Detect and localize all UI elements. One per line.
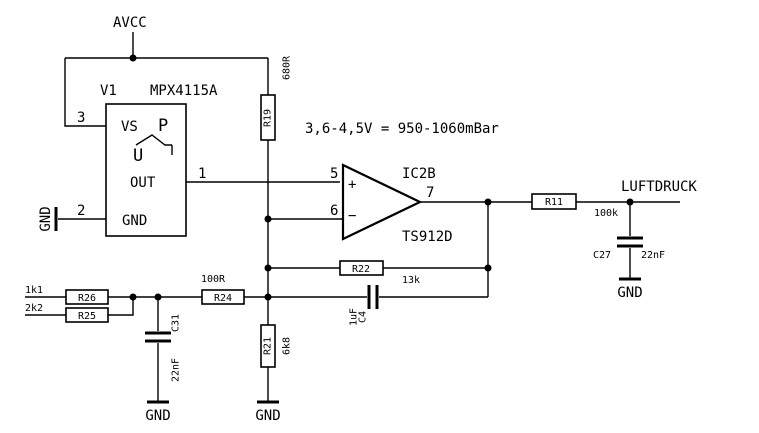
r26-ref: R26: [78, 293, 96, 304]
opamp-body: [341, 163, 423, 241]
output-net-label: LUFTDRUCK: [621, 179, 697, 195]
r21-value: 6k8: [282, 337, 293, 355]
r25-right-wire: [108, 297, 134, 316]
sensor-pin-vs: VS: [121, 119, 138, 135]
opamp-minus: −: [348, 208, 356, 224]
sensor-part: MPX4115A: [150, 83, 218, 99]
sensor-pin2-num: 2: [77, 203, 85, 219]
r11-value: 100k: [594, 208, 618, 219]
range-annotation: 3,6-4,5V = 950-1060mBar: [305, 121, 499, 137]
c27-value: 22nF: [641, 250, 665, 261]
r22-ref: R22: [352, 264, 370, 275]
opamp-pin6-num: 6: [330, 203, 338, 219]
sensor-gnd-label: GND: [38, 206, 54, 231]
sensor-pin-gnd: GND: [122, 213, 147, 229]
avcc-label: AVCC: [113, 15, 147, 31]
c31-value: 22nF: [171, 358, 182, 382]
r22-value: 13k: [402, 275, 420, 286]
r25-value: 2k2: [25, 303, 43, 314]
sensor-symbol-u: U: [133, 146, 143, 166]
opamp-ref: IC2B: [402, 166, 436, 182]
r11-ref: R11: [545, 197, 563, 208]
c27-gnd-label: GND: [617, 285, 642, 301]
sensor-pin1-num: 1: [198, 166, 206, 182]
sensor-body: [105, 103, 187, 237]
c31-ref: C31: [171, 314, 182, 332]
sensor-pin-out: OUT: [130, 175, 156, 191]
r19-ref: R19: [263, 109, 274, 127]
c27-ref: C27: [593, 250, 611, 261]
r21-ref: R21: [263, 337, 274, 355]
c4-value: 1uF: [349, 308, 360, 326]
opamp-part: TS912D: [402, 229, 453, 245]
opamp-plus: +: [348, 177, 356, 193]
junction-minus: [264, 215, 272, 223]
sensor-pin3-num: 3: [77, 110, 85, 126]
c31-gnd-label: GND: [145, 408, 170, 424]
r25-ref: R25: [78, 311, 96, 322]
sensor-symbol-p: P: [158, 116, 168, 136]
sensor-ref: V1: [100, 83, 117, 99]
r21-gnd-label: GND: [255, 408, 280, 424]
r19-value: 680R: [282, 55, 293, 80]
sensor-transducer-arrow: [135, 134, 172, 146]
r24-ref: R24: [214, 293, 232, 304]
junction-r22: [264, 264, 272, 272]
r24-value: 100R: [201, 274, 226, 285]
junction-avcc: [129, 54, 137, 62]
r26-value: 1k1: [25, 285, 43, 296]
opamp-pin7-num: 7: [426, 185, 434, 201]
sensor-vs-wire: [64, 58, 106, 127]
c4-ref: C4: [358, 311, 369, 323]
opamp-pin5-num: 5: [330, 166, 338, 182]
